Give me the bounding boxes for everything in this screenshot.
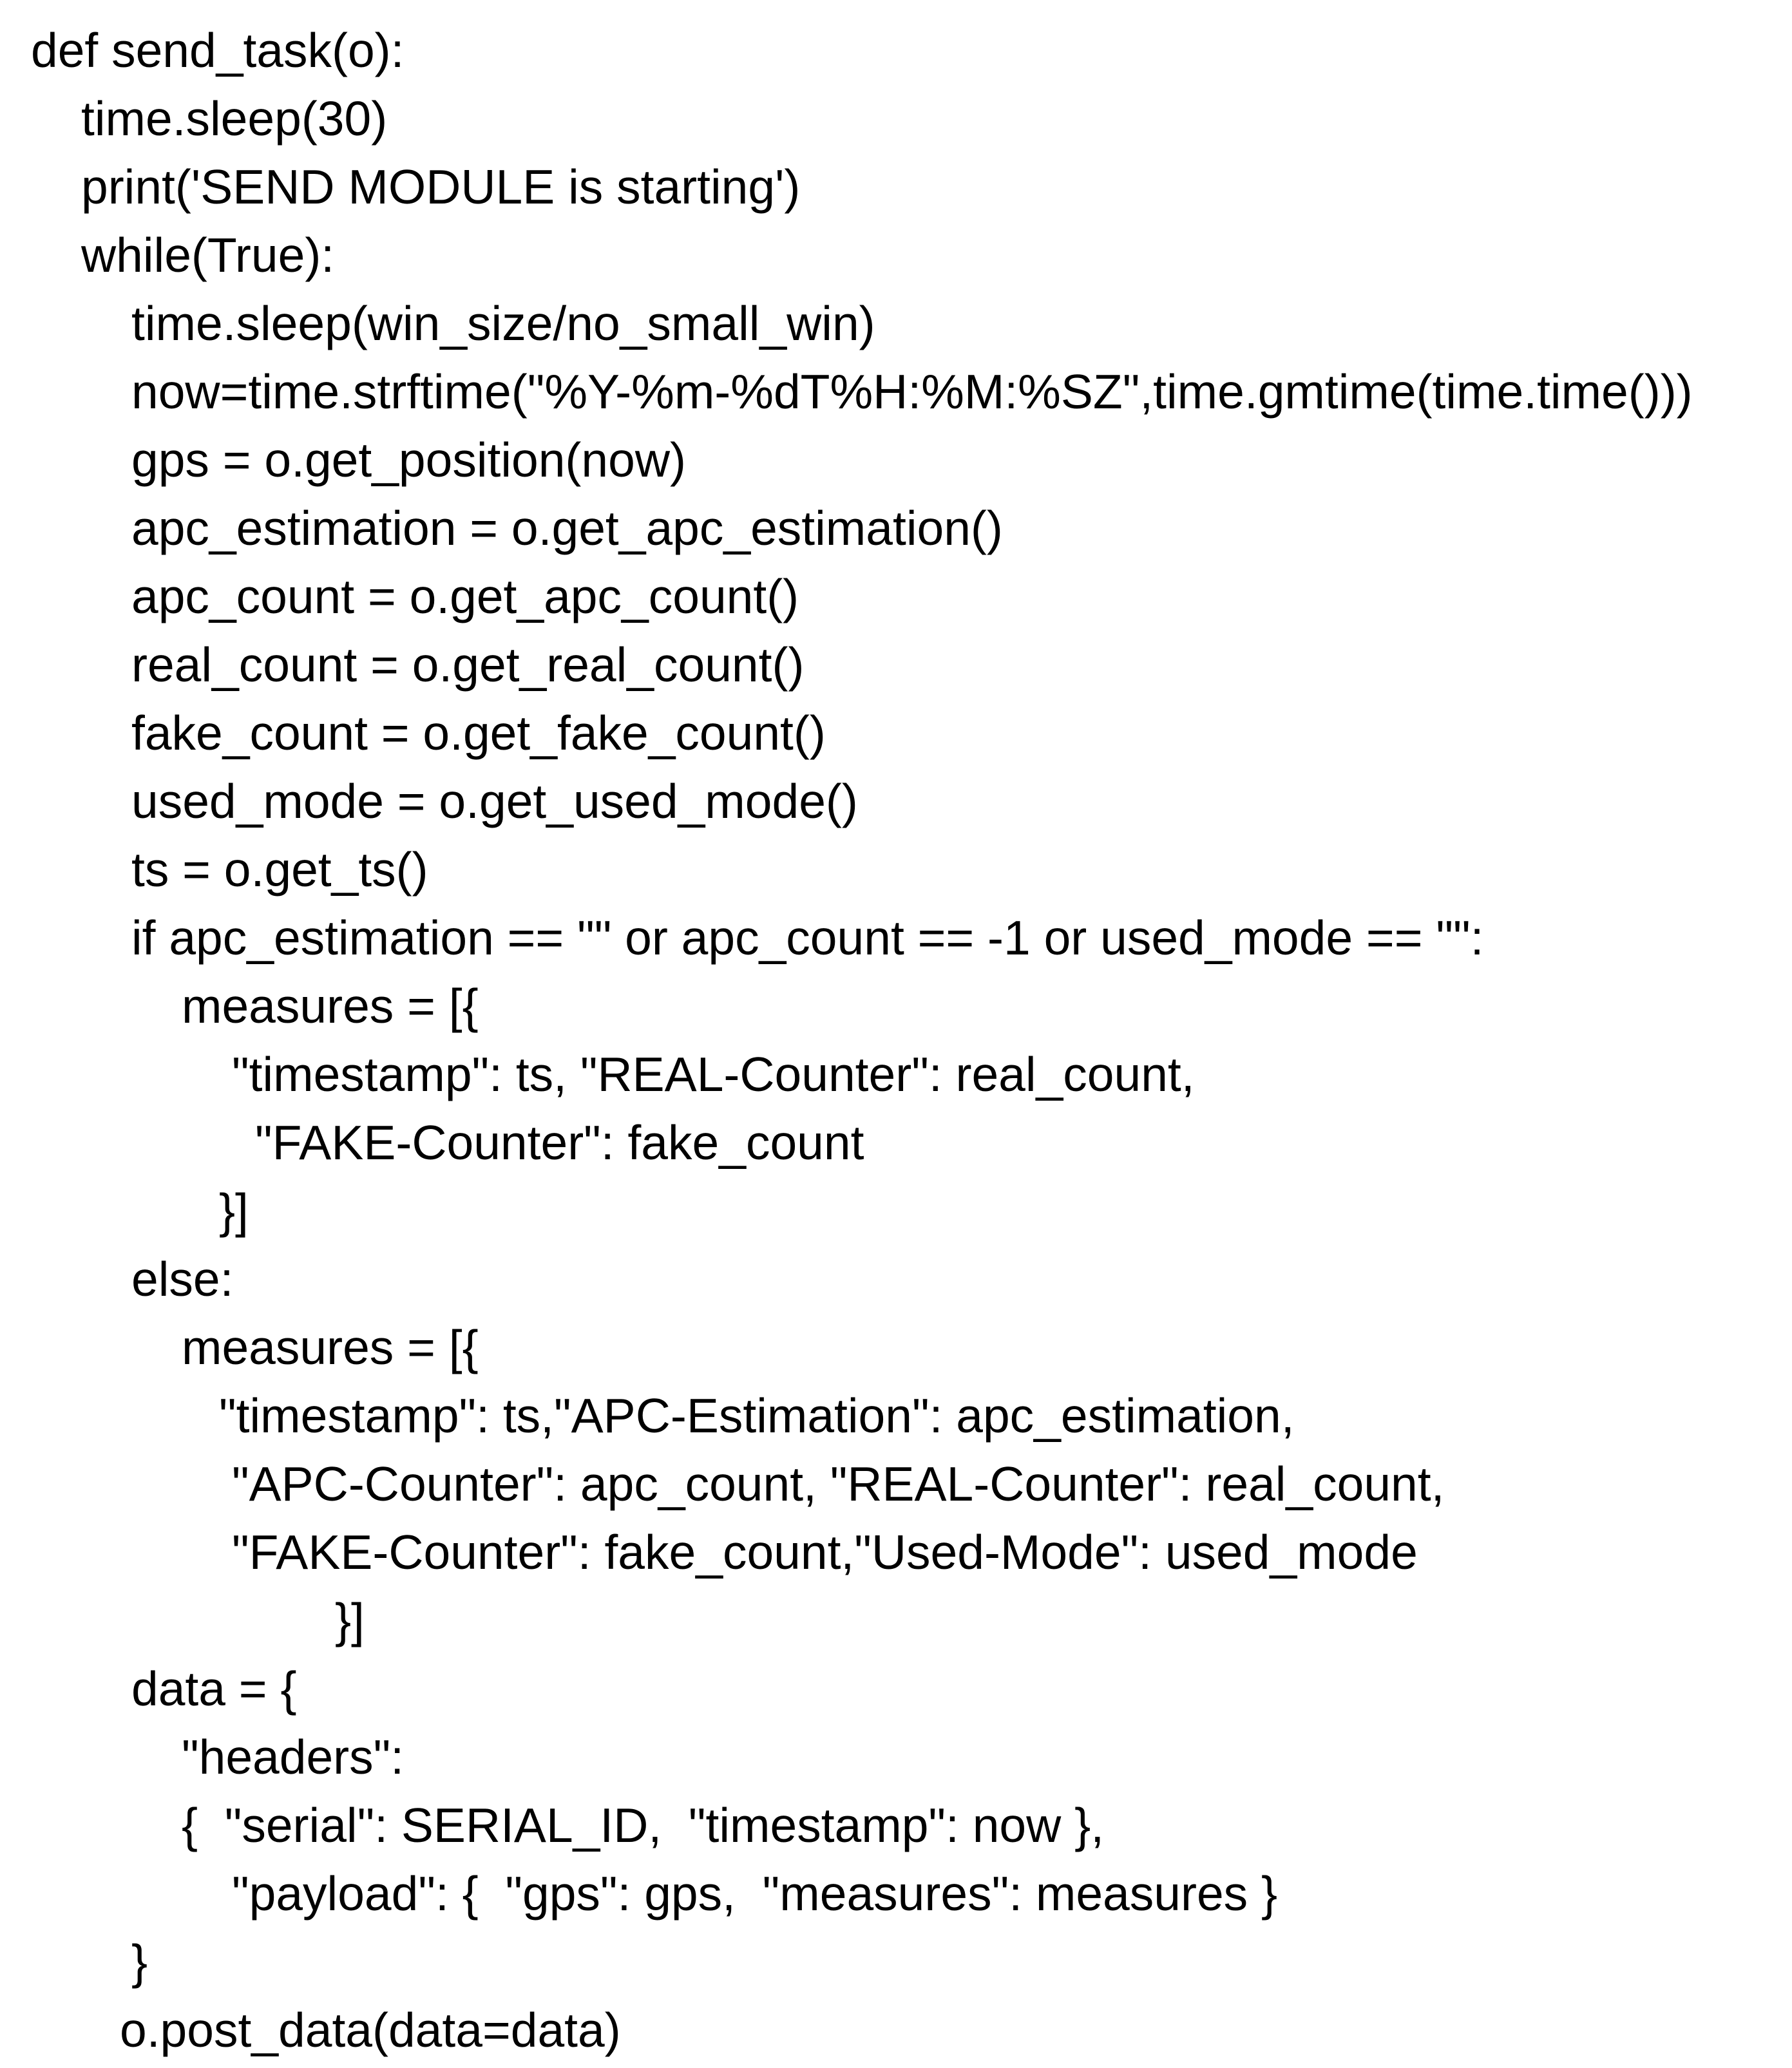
code-line-measures-used-mode: "FAKE-Counter": fake_count,"Used-Mode": … [232,1525,1418,1579]
code-line-post-data: o.post_data(data=data) [120,2003,621,2057]
code-line-get-apc-count: apc_count = o.get_apc_count() [131,569,799,623]
code-line-headers-key: "headers": [182,1730,405,1784]
code-line-payload: "payload": { "gps": gps, "measures": mea… [232,1866,1278,1921]
code-line-measures-close-else: }] [335,1593,365,1647]
code-line-get-apc-estimation: apc_estimation = o.get_apc_estimation() [131,501,1003,555]
code-line-now-timestamp: now=time.strftime("%Y-%m-%dT%H:%M:%SZ",t… [131,365,1693,419]
code-line-if-condition: if apc_estimation == "" or apc_count == … [131,911,1484,965]
code-line-print-start: print('SEND MODULE is starting') [81,160,801,214]
code-line-else: else: [131,1252,234,1306]
code-line-get-gps: gps = o.get_position(now) [131,433,686,487]
code-line-measures-apc-count: "APC-Counter": apc_count, "REAL-Counter"… [232,1457,1445,1511]
code-line-while-loop: while(True): [81,228,335,282]
code-line-data-close: } [131,1935,148,1989]
code-line-measures-fake: "FAKE-Counter": fake_count [255,1115,864,1170]
code-line-get-ts: ts = o.get_ts() [131,842,428,896]
code-line-get-used-mode: used_mode = o.get_used_mode() [131,774,858,828]
code-line-data-open: data = { [131,1662,297,1716]
code-line-initial-sleep: time.sleep(30) [81,91,388,146]
code-line-measures-close: }] [219,1184,249,1238]
code-line-loop-sleep: time.sleep(win_size/no_small_win) [131,296,875,350]
code-line-measures-open: measures = [{ [182,979,479,1033]
code-line-measures-timestamp: "timestamp": ts, "REAL-Counter": real_co… [232,1047,1195,1101]
code-line-measures-apc-est: "timestamp": ts,"APC-Estimation": apc_es… [219,1389,1295,1443]
code-line-get-real-count: real_count = o.get_real_count() [131,638,805,692]
code-line-measures-open-else: measures = [{ [182,1320,479,1374]
code-line-headers-value: { "serial": SERIAL_ID, "timestamp": now … [182,1798,1105,1852]
code-line-def-send-task: def send_task(o): [31,23,405,77]
code-line-get-fake-count: fake_count = o.get_fake_count() [131,706,826,760]
